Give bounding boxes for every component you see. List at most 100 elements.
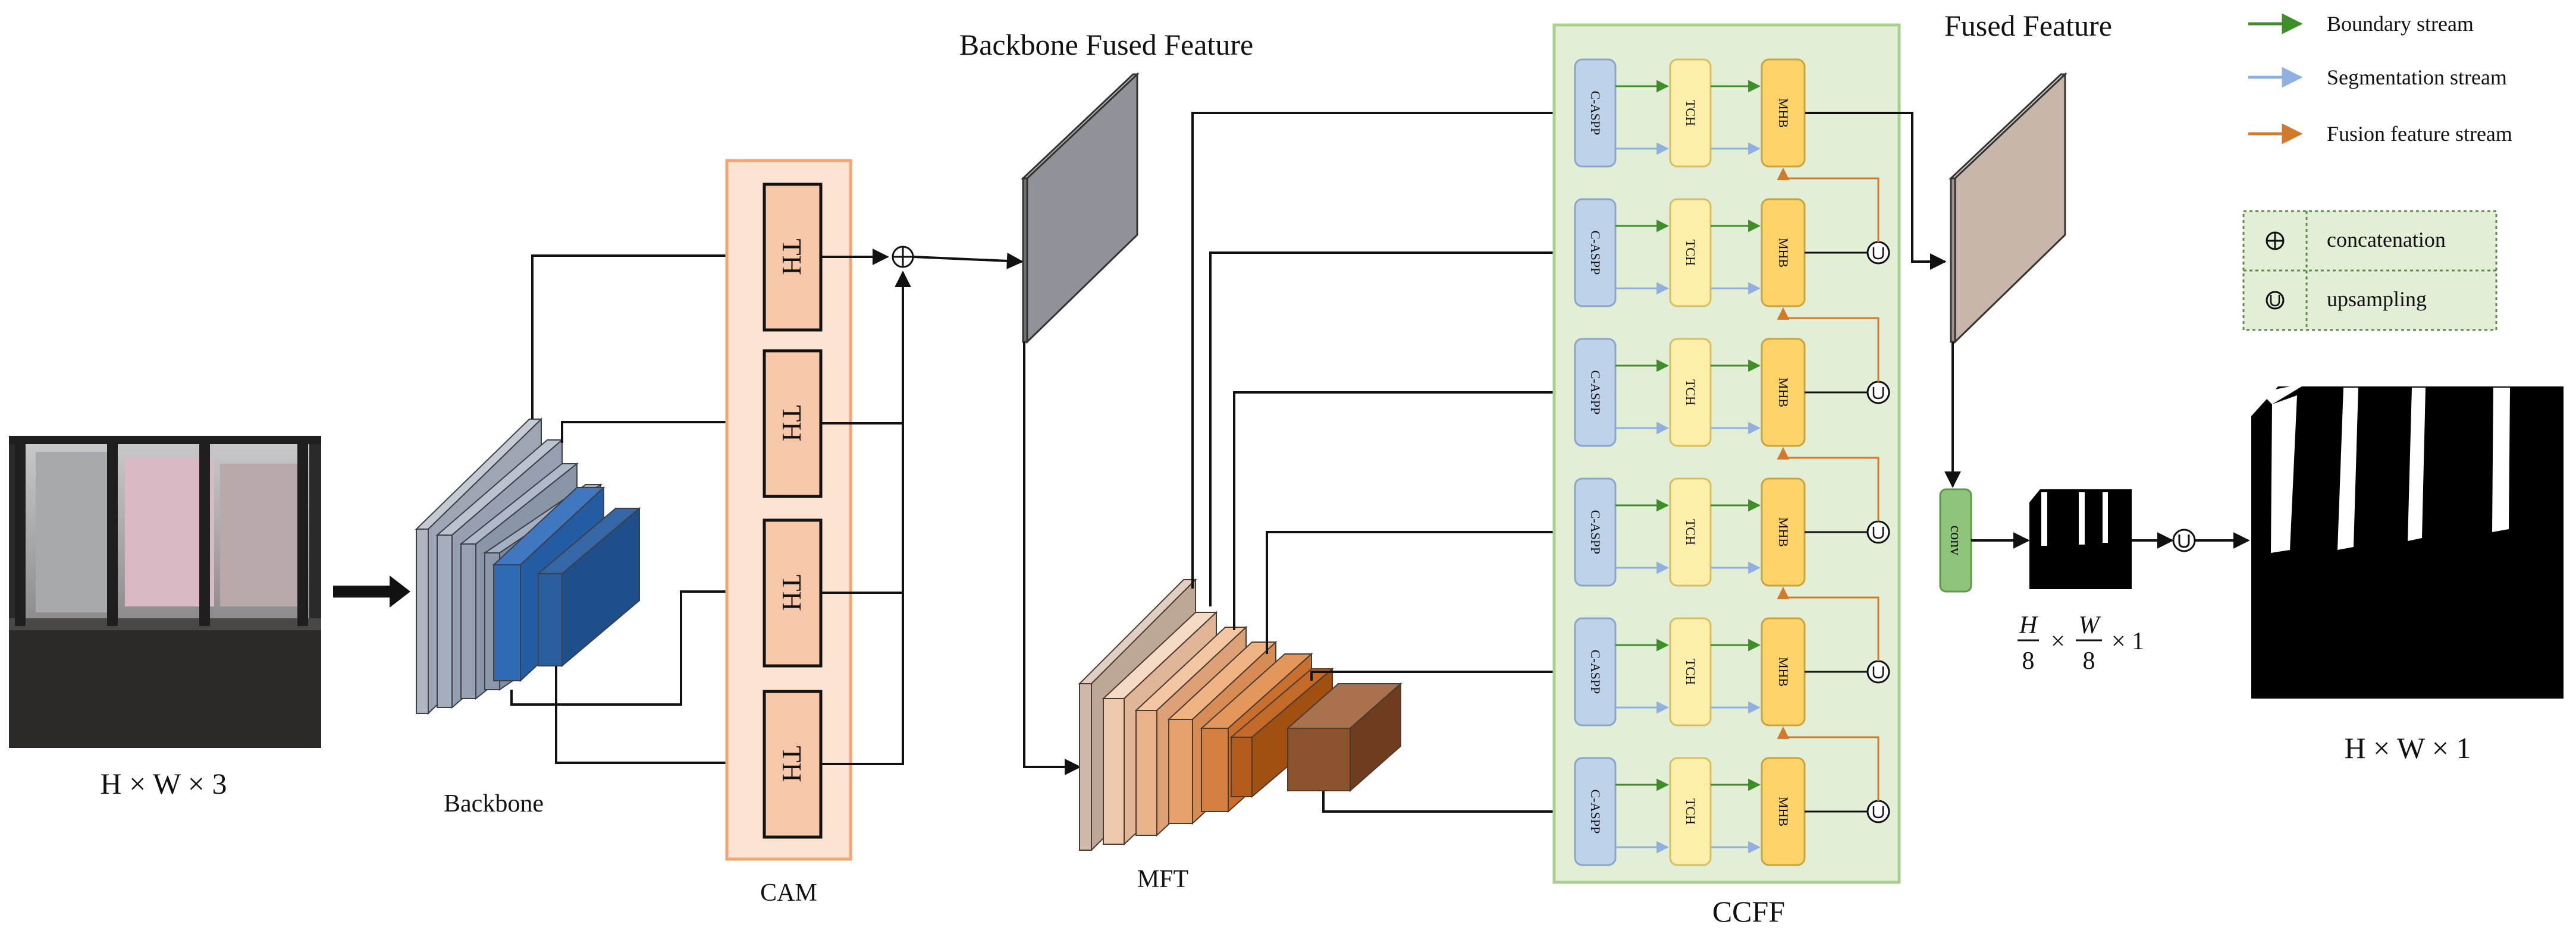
cam-th-blocks: TH TH TH TH [763,183,823,839]
c-aspp-block-label: C-ASPP [1588,231,1603,275]
th-block-1: TH [763,183,823,332]
th-block-label: TH [777,405,807,441]
upsample-operator [1866,241,1890,265]
lowres-h-denominator: 8 [2022,647,2035,675]
ccff-label: CCFF [1712,895,1785,928]
fusion-stream-arrow [1777,167,1880,242]
th-block-4: TH [763,690,823,839]
th-block-3: TH [763,518,823,668]
fusion-stream-arrow [1777,307,1880,382]
tch-block-label: TCH [1683,240,1698,266]
legend-upsampling-label: upsampling [2327,287,2427,311]
mhb-block: MHB [1761,477,1806,587]
tch-block: TCH [1669,757,1712,866]
lowres-w: W [2079,612,2102,639]
c-aspp-block-label: C-ASPP [1588,370,1603,415]
lowres-w-denominator: 8 [2083,647,2095,675]
tch-block-label: TCH [1683,100,1698,126]
lowres-dims-label: H 8 × W 8 × 1 [2017,612,2144,675]
mft-stack [1078,578,1402,852]
c-aspp-block: C-ASPP [1574,617,1617,727]
tch-block: TCH [1669,58,1712,168]
upsample-operator [1866,800,1890,823]
legend: Boundary stream Segmentation stream Fusi… [2242,12,2512,331]
tch-block: TCH [1669,477,1712,587]
tch-block: TCH [1669,338,1712,447]
symbol-legend-table: concatenation upsampling [2242,210,2497,331]
backbone-fused-label: Backbone Fused Feature [959,28,1253,61]
ccff-row: C-ASPP TCH MHB [1574,167,1890,307]
backbone-label: Backbone [444,790,544,817]
concat-legend-icon [2266,231,2285,250]
tch-block-label: TCH [1683,798,1698,825]
c-aspp-block: C-ASPP [1574,198,1617,307]
concat-to-fused-arrow [913,252,1024,269]
legend-fusion-label: Fusion feature stream [2327,122,2512,146]
fusion-stream-arrow [1777,586,1880,661]
legend-segmentation-label: Segmentation stream [2327,65,2507,89]
mhb-block: MHB [1761,757,1806,866]
mhb-block-label: MHB [1776,98,1791,128]
lowres-output-mask [2029,489,2132,589]
mhb-block-label: MHB [1776,378,1791,407]
mhb-block: MHB [1761,338,1806,447]
tch-block-label: TCH [1683,519,1698,545]
fusion-stream-arrow [1777,726,1880,801]
c-aspp-block: C-ASPP [1574,477,1617,587]
th-block-label: TH [777,574,807,611]
mhb-block: MHB [1761,617,1806,727]
upsample-operator [1866,520,1890,544]
final-upsample-operator: MHB [2172,529,2196,552]
mhb-block: MHB [1761,58,1806,168]
tch-block-label: TCH [1683,379,1698,405]
lowres-tail: × 1 [2111,628,2144,655]
c-aspp-block: C-ASPP [1574,58,1617,168]
conv-block: conv [1939,488,1972,593]
ccff-row: C-ASPP TCH MHB [1574,307,1890,447]
th-block-label: TH [777,746,807,782]
upsample-operator [1866,380,1890,404]
ccff-row: C-ASPP TCH MHB [1574,58,1806,168]
cam-label: CAM [760,879,817,907]
tch-block: TCH [1669,617,1712,727]
input-dims-label: H × W × 3 [101,767,227,800]
c-aspp-block-label: C-ASPP [1588,510,1603,555]
th-block-label: TH [777,238,807,275]
cam-to-concat-connections [821,249,911,765]
legend-concatenation-label: concatenation [2327,228,2446,251]
c-aspp-block: C-ASPP [1574,338,1617,447]
c-aspp-block-label: C-ASPP [1588,91,1603,136]
c-aspp-block: C-ASPP [1574,757,1617,866]
upsample-operator [1866,660,1890,684]
fused-feature-label: Fused Feature [1944,9,2112,42]
lowres-times: × [2051,628,2065,655]
mhb-block-label: MHB [1776,657,1791,687]
mhb-block-label: MHB [1776,238,1791,268]
upsample-legend-icon [2266,291,2285,310]
ccff-row: C-ASPP TCH MHB [1574,586,1890,727]
input-image [9,436,321,748]
fused-feature-plane [1949,72,2067,344]
ccff-to-fused-arrow [1805,112,1947,270]
backbone-stack [415,417,641,715]
output-mask [2251,386,2564,699]
output-dims-label: H × W × 1 [2345,731,2471,765]
concat-operator [892,246,914,268]
ccff-row: C-ASPP TCH MHB [1574,726,1890,866]
input-to-backbone-arrow [333,576,410,608]
mhb-block: MHB [1761,198,1806,307]
mft-to-ccff-connections [1191,105,1573,820]
backbone-fused-feature-plane [1021,72,1140,344]
tch-block: TCH [1669,198,1712,307]
mhb-block-label: MHB [1776,517,1791,547]
c-aspp-block-label: C-ASPP [1588,650,1603,694]
backbone-to-cam-connections [510,247,766,771]
ccff-module [1552,23,1901,884]
c-aspp-block-label: C-ASPP [1588,790,1603,834]
lowres-h: H [2019,612,2039,639]
tch-block-label: TCH [1683,659,1698,685]
fusion-stream-arrow [1777,446,1880,521]
fused-to-mft-arrow [1023,342,1081,775]
